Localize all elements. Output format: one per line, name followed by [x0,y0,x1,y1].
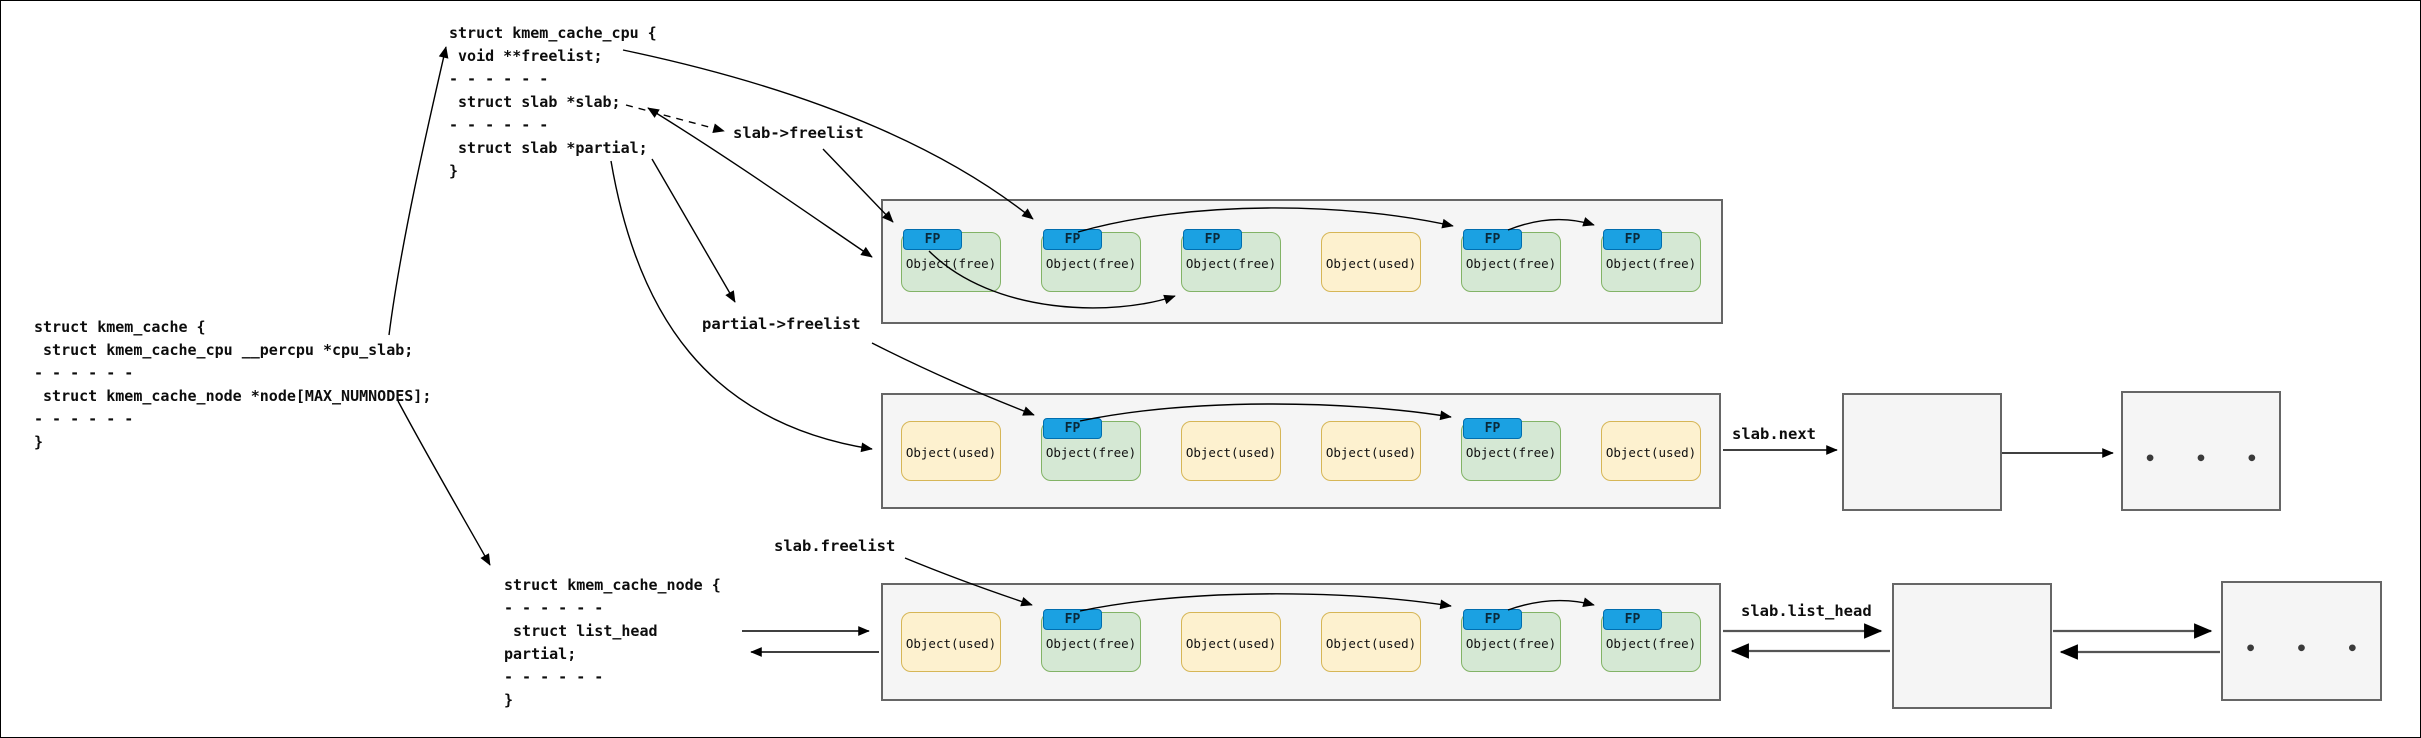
arrow-slab-to-row1-edge [647,107,873,258]
fp-pointer-tab: FP [903,228,962,250]
arrow-row2-fp2-to-fp5 [1079,403,1452,422]
object-free: FP Object(free) [1461,418,1561,481]
arrow-row1-fp1-to-fp3 [928,250,1176,309]
slab-row-cpu-partial: Object(used) FP Object(free) Object(used) Ob… [881,393,1721,509]
arrow-slab-to-label-dashed [625,104,725,133]
ellipsis-dots: • • • [2244,638,2373,660]
object-label: Object(used) [1325,445,1417,460]
arrow-partial-to-label [651,158,736,303]
object-label: Object(free) [1465,445,1557,460]
fp-pointer-tab: FP [1043,418,1102,439]
object-label: Object(free) [1045,255,1137,271]
label-slab-next: slab.next [1732,425,1816,443]
object-label: Object(used) [1325,255,1417,271]
arrow-freelist-to-row1-fp2 [622,49,1034,220]
object-label: Object(free) [1465,636,1557,651]
object-label: Object(free) [1465,255,1557,271]
struct-kmem-cache-cpu-text: struct kmem_cache_cpu { void **freelist;… [449,24,657,180]
object-used: Object(used) [1181,612,1281,672]
fp-pointer-tab: FP [1463,228,1522,250]
object-free: FP Object(free) [1461,228,1561,292]
fp-pointer-tab: FP [1463,418,1522,439]
object-free: FP Object(free) [1601,228,1701,292]
arrow-row1-fp2-to-fp5 [1077,207,1454,233]
object-used: Object(used) [1181,421,1281,481]
object-label: Object(used) [905,636,997,651]
object-label: Object(free) [905,255,997,271]
object-free: FP Object(free) [1041,609,1141,672]
fp-pointer-tab: FP [1603,609,1662,630]
object-label: Object(used) [1185,445,1277,460]
label-partial-freelist: partial->freelist [702,315,861,333]
fp-pointer-tab: FP [1463,609,1522,630]
ellipsis-dots: • • • [2144,448,2272,470]
object-used: Object(used) [1321,612,1421,672]
object-label: Object(free) [1045,445,1137,460]
object-used: Object(used) [901,612,1001,672]
arrow-partial-to-row2-edge [610,160,873,453]
object-label: Object(free) [1045,636,1137,651]
arrow-row3-fp2-to-fp5 [1079,593,1452,612]
fp-pointer-tab: FP [1043,228,1102,250]
object-label: Object(used) [1325,636,1417,651]
fp-pointer-tab: FP [1043,609,1102,630]
list-head-slab-box [1892,583,2052,709]
object-used: Object(used) [1321,421,1421,481]
object-free: FP Object(free) [1461,609,1561,672]
fp-pointer-tab: FP [1603,228,1662,250]
object-label: Object(free) [1185,255,1277,271]
object-used: Object(used) [901,421,1001,481]
object-free: FP Object(free) [1041,228,1141,292]
arrow-cache-to-cpu-struct [388,46,449,336]
object-free: FP Object(free) [1041,418,1141,481]
object-free: FP Object(free) [901,228,1001,292]
object-used: Object(used) [1321,231,1421,292]
object-used: Object(used) [1601,421,1701,481]
fp-pointer-tab: FP [1183,228,1242,250]
arrow-cache-to-node-struct [397,400,491,566]
label-slab-list-head: slab.list_head [1741,602,1872,620]
object-label: Object(free) [1605,255,1697,271]
object-free: FP Object(free) [1601,609,1701,672]
more-slabs-box: • • • [2121,391,2281,511]
more-list-slabs-box: • • • [2221,581,2382,701]
object-label: Object(used) [1605,445,1697,460]
arrow-label-to-row3-fp2 [904,557,1033,607]
arrow-label-to-row2-fp2 [871,342,1035,416]
arrow-row1-fp5-to-fp6 [1507,217,1595,231]
object-free: FP Object(free) [1181,228,1281,292]
object-label: Object(used) [1185,636,1277,651]
object-label: Object(used) [905,445,997,460]
label-slab-dot-freelist: slab.freelist [774,537,896,555]
next-slab-box [1842,393,2002,511]
arrow-label-to-row1-fp1 [822,148,894,223]
struct-kmem-cache-text: struct kmem_cache { struct kmem_cache_cp… [34,318,432,451]
struct-kmem-cache-node-text: struct kmem_cache_node { - - - - - - str… [504,576,721,709]
arrow-row3-fp5-to-fp6 [1507,597,1595,611]
object-label: Object(free) [1605,636,1697,651]
